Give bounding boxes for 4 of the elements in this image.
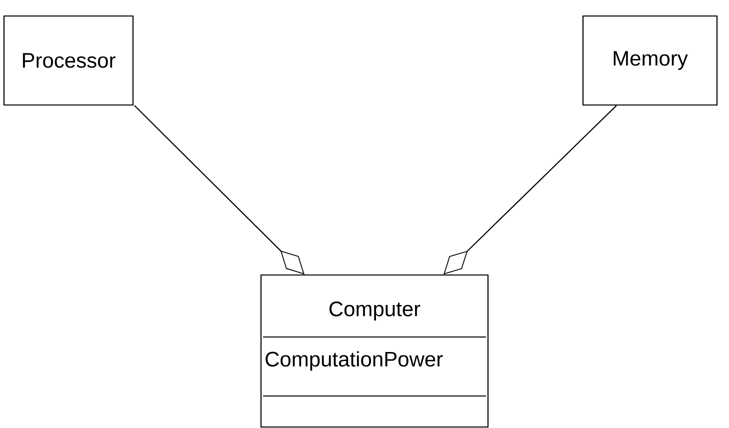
- aggregation-line: [134, 105, 304, 274]
- class-box: Memory: [582, 15, 718, 106]
- class-box: Computer ComputationPower: [260, 274, 489, 428]
- class-box: Processor: [3, 15, 134, 106]
